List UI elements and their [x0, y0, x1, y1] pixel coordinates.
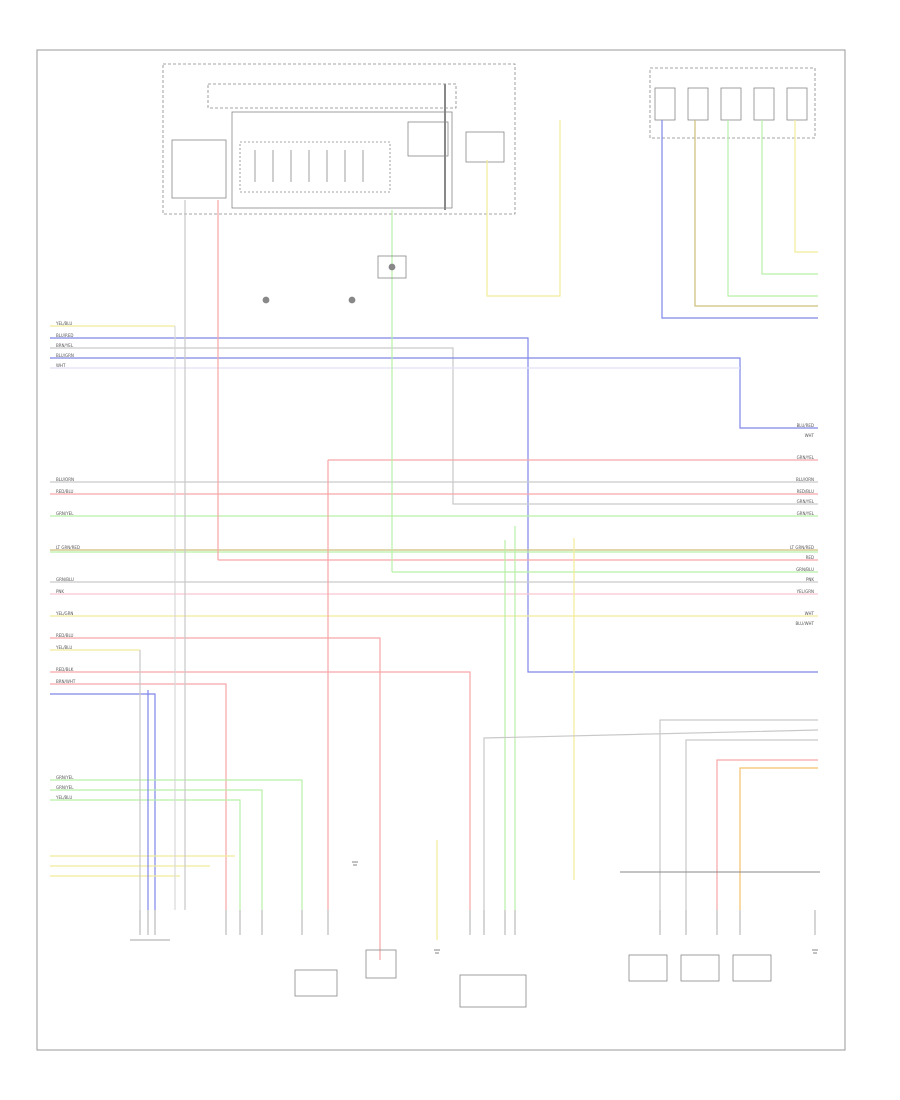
left-wire-labels: YEL/BLU BLU/RED BRN/YEL BLU/GRN WHT BLU/ORN RE… [55, 321, 80, 800]
wire-label: GRN/YEL [797, 511, 815, 516]
wire-label: BLU/RED [797, 423, 814, 428]
wire-label: GRN/YEL [56, 511, 74, 516]
wire-label: RED/BLU [797, 489, 815, 494]
wire-label: PNK [56, 589, 64, 594]
wire-label: WHT [805, 433, 815, 438]
bus-wires [50, 325, 818, 960]
right-lower-wires [483, 719, 819, 910]
wire-label: BLU/RED [56, 333, 73, 338]
bottom-components [130, 871, 820, 1008]
diagram-border [36, 49, 846, 1051]
wire-label: GRN/YEL [797, 455, 815, 460]
wire-label: BLU/WHT [796, 621, 815, 626]
wire-label: BLU/ORN [796, 477, 814, 482]
wire-label: YEL/BLU [55, 795, 72, 800]
wire-label: RED [806, 555, 814, 560]
wire-label: GRN/YEL [797, 499, 815, 504]
control-module-top [162, 63, 516, 215]
wire-label: PNK [806, 577, 814, 582]
module-terminals [254, 150, 364, 182]
wire-label: GRN/BLU [796, 567, 814, 572]
wire-label: WHT [805, 611, 815, 616]
bottom-connector-ticks [139, 910, 816, 935]
vertical-wires [139, 120, 818, 940]
wire-label: GRN/BLU [56, 577, 74, 582]
wire-label: BRN/WHT [56, 679, 76, 684]
right-wire-labels: BLU/RED WHT GRN/YEL BLU/ORN RED/BLU GRN/YEL GR… [790, 423, 815, 626]
wire-label: RED/BLK [56, 667, 74, 672]
ground-symbols [352, 861, 818, 954]
wire-label: GRN/YEL [56, 775, 74, 780]
wire-label: GRN/YEL [56, 785, 74, 790]
wire-label: LT GRN/RED [790, 545, 814, 550]
wire-label: BLU/ORN [56, 477, 74, 482]
wire-label: WHT [56, 363, 66, 368]
shift-control-solenoid-block [649, 67, 816, 139]
wire-label: RED/BLU [56, 633, 74, 638]
wire-label: LT GRN/RED [56, 545, 80, 550]
wire-label: BLU/GRN [56, 353, 74, 358]
wire-label: YEL/BLU [55, 321, 72, 326]
wire-label: YEL/GRN [55, 611, 73, 616]
wire-label: BRN/YEL [56, 343, 74, 348]
pressure-switch [262, 255, 407, 304]
wire-label: YEL/GRN [796, 589, 814, 594]
wire-label: RED/BLU [56, 489, 74, 494]
wire-label: YEL/BLU [55, 645, 72, 650]
